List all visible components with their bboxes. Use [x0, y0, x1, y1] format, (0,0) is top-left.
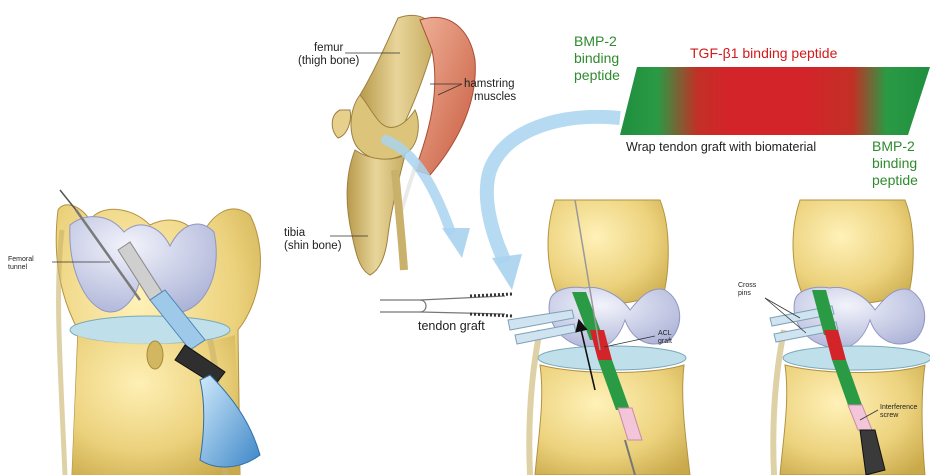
femur-text: femur — [298, 42, 359, 55]
label-bmp2-right: BMP-2 binding peptide — [872, 138, 918, 189]
tibia-sub-text: (shin bone) — [284, 240, 342, 253]
biomaterial-strip — [620, 67, 930, 135]
label-interference-screw: Interference screw — [880, 404, 917, 420]
interference-line2: screw — [880, 412, 917, 420]
bmp2-right-line2: binding — [872, 155, 918, 172]
hamstring-text: hamstring — [464, 78, 516, 91]
femoral-tunnel-text: Femoral tunnel — [8, 256, 34, 272]
bmp2-right-line3: peptide — [872, 172, 918, 189]
label-wrap: Wrap tendon graft with biomaterial — [626, 140, 816, 154]
tibia-text: tibia — [284, 227, 342, 240]
scissors-icon — [380, 294, 512, 316]
cross-pins-line2: pins — [738, 290, 756, 298]
cross-pins-line1: Cross — [738, 282, 756, 290]
label-cross-pins: Cross pins — [738, 282, 756, 298]
bmp2-left-line1: BMP-2 — [574, 33, 620, 50]
label-tibia: tibia (shin bone) — [284, 227, 342, 253]
label-tgf-beta1: TGF-β1 binding peptide — [690, 45, 837, 62]
interference-line1: Interference — [880, 404, 917, 412]
label-femoral-tunnel: Femoral tunnel — [8, 256, 34, 272]
panel-femoral-drilling — [52, 190, 260, 475]
label-hamstring: hamstring muscles — [464, 78, 516, 104]
bmp2-right-line1: BMP-2 — [872, 138, 918, 155]
acl-graft-line1: ACL — [658, 330, 672, 338]
acl-graft-line2: graft — [658, 338, 672, 346]
label-tendon-graft: tendon graft — [418, 320, 485, 333]
panel-fixation — [765, 200, 930, 475]
label-femur: femur (thigh bone) — [298, 42, 359, 68]
bmp2-left-line3: peptide — [574, 67, 620, 84]
label-acl-graft: ACL graft — [658, 330, 672, 346]
hamstring-sub-text: muscles — [464, 91, 516, 104]
label-bmp2-left: BMP-2 binding peptide — [574, 33, 620, 84]
femur-sub-text: (thigh bone) — [298, 55, 359, 68]
bmp2-left-line2: binding — [574, 50, 620, 67]
